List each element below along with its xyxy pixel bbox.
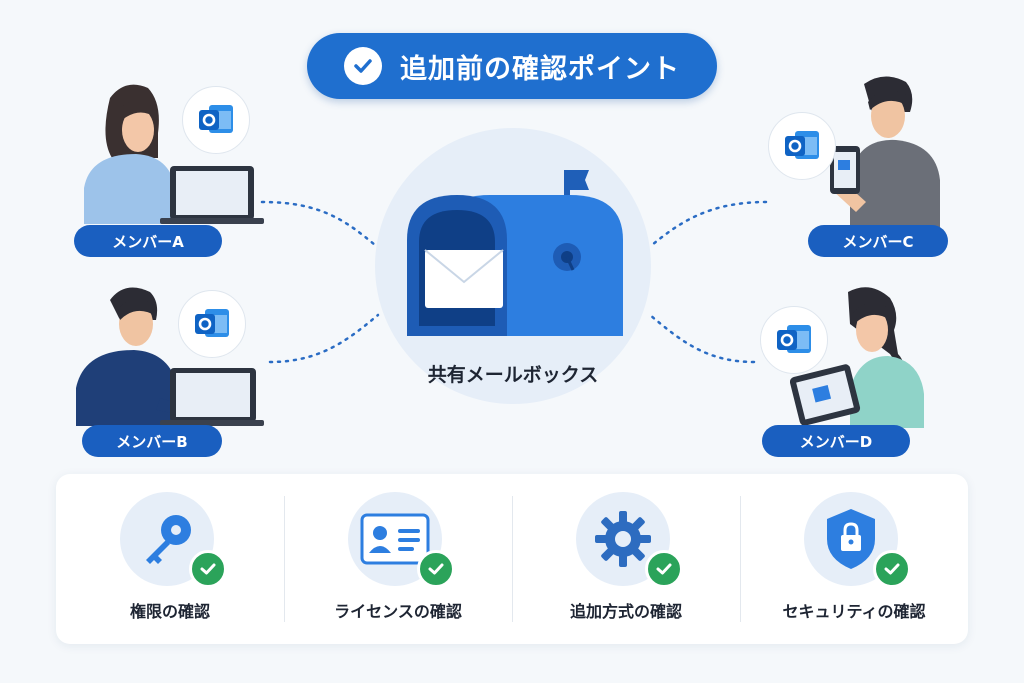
page-title: 追加前の確認ポイント [400,53,680,85]
divider [740,496,741,622]
key-icon [146,515,191,564]
checkpoint-security: セキュリティの確認 [740,474,968,644]
member-a-illustration [84,84,264,224]
checkpoint-label: ライセンスの確認 [334,602,462,621]
checkpoint-label: セキュリティの確認 [782,602,926,621]
outlook-icon [178,290,246,358]
checkpoints-panel: 権限の確認 ライセンスの確認 [56,474,968,644]
divider [284,496,285,622]
member-a-label: メンバーA [74,225,222,257]
checkpoint-label: 追加方式の確認 [569,602,682,621]
check-circle-icon [344,47,382,85]
member-d-label: メンバーD [762,425,910,457]
shield-lock-icon [827,509,875,569]
member-c-illustration [830,76,940,228]
gear-icon [595,511,651,567]
title-banner: 追加前の確認ポイント [307,33,717,99]
checkpoint-label: 権限の確認 [129,602,210,621]
connector-member-a [260,200,377,247]
shared-mailbox-label: 共有メールボックス [427,364,599,386]
checkpoint-permission: 権限の確認 [56,474,284,644]
member-d-illustration [790,287,924,428]
member-c-label: メンバーC [808,225,948,257]
check-badge-icon [189,550,227,588]
outlook-icon [760,306,828,374]
check-badge-icon [873,550,911,588]
checkpoint-license: ライセンスの確認 [284,474,512,644]
connector-member-b [268,313,380,364]
outlook-icon [182,86,250,154]
divider [512,496,513,622]
check-badge-icon [417,550,455,588]
check-badge-icon [645,550,683,588]
outlook-icon [768,112,836,180]
member-b-illustration [76,287,264,426]
id-card-icon [360,513,430,565]
checkpoint-method: 追加方式の確認 [512,474,740,644]
connector-member-d [648,313,756,364]
mailbox-icon [407,170,623,336]
connector-member-c [650,200,768,247]
member-b-label: メンバーB [82,425,222,457]
